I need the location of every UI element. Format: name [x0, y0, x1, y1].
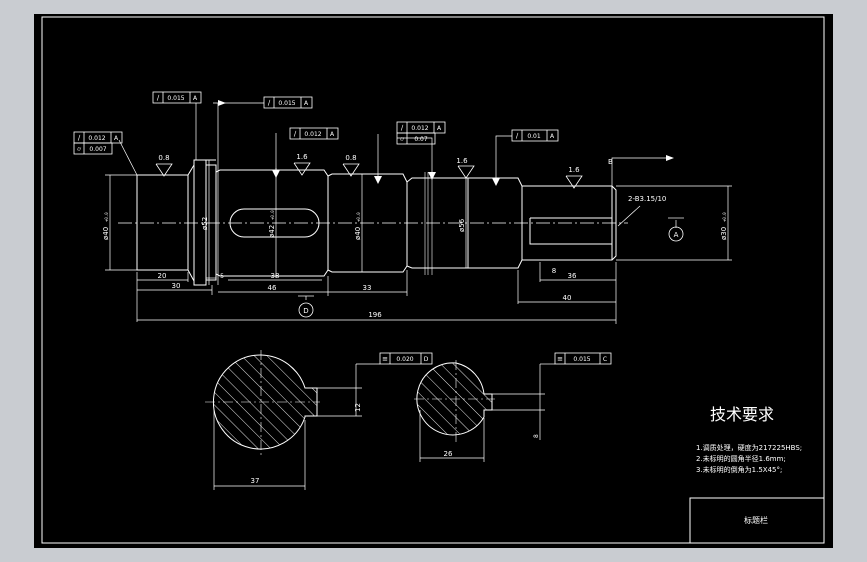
dia-56: ø56	[458, 218, 466, 232]
tol-datum: A	[114, 135, 119, 142]
runout-icon: ∕	[294, 130, 297, 138]
tol-value: 0.015	[573, 356, 590, 363]
shaft-main-view	[118, 159, 628, 286]
technical-requirements: 技术要求 1.调质处理，硬度为217225HBS; 2.未标明的圆角半径1.6m…	[696, 405, 802, 474]
tol-value: 0.012	[411, 125, 428, 132]
tol-value: 0.01	[527, 133, 541, 140]
tol-note: +0.0	[104, 212, 109, 222]
tol-datum: D	[424, 356, 429, 363]
center-hole-note: 2-B3.15/10	[628, 195, 666, 203]
runout-icon: ∕	[157, 94, 160, 102]
dia-30: ø30	[720, 227, 728, 240]
section2-width-dim: 26	[444, 450, 453, 458]
dia-42: ø42	[268, 225, 276, 238]
dimension-lines	[105, 102, 732, 324]
tol-note: +0.0	[270, 210, 275, 220]
dim-38: 38	[271, 272, 280, 280]
tol-value: 0.015	[167, 95, 184, 102]
tech-req-title: 技术要求	[710, 405, 774, 424]
roughness-label: 0.8	[345, 154, 356, 162]
title-block-label: 标题栏	[744, 515, 768, 525]
section1-depth-dim: 12	[354, 403, 362, 412]
tol-value: 0.012	[88, 135, 105, 142]
tol-note: +0.0	[722, 212, 727, 222]
tol-datum: A	[330, 131, 335, 138]
tol-datum: A	[437, 125, 442, 132]
datum-d-label: D	[303, 307, 308, 315]
tol-value: 0.07	[414, 136, 428, 143]
tol-datum: A	[193, 95, 198, 102]
section2-depth-dim: 8	[533, 434, 540, 438]
tolerance-frames	[73, 91, 612, 365]
dia-40-left: ø40	[102, 227, 110, 240]
tol-note: +0.0	[356, 212, 361, 222]
dim-5: 5	[220, 273, 224, 280]
tech-req-item: 3.未标明的倒角为1.5X45°;	[696, 465, 782, 474]
datum-d-circle	[298, 302, 314, 318]
dia-40-mid: ø40	[354, 227, 362, 240]
runout-icon: ∕	[78, 134, 81, 142]
roughness-symbols	[155, 162, 583, 189]
datum-a-circle	[668, 226, 684, 242]
title-block: 标题栏	[689, 497, 824, 543]
section1-width-dim: 37	[251, 477, 260, 485]
dim-46: 46	[268, 284, 277, 292]
cylindricity-icon: ⌭	[400, 136, 405, 143]
dim-196: 196	[368, 311, 382, 319]
runout-icon: ∕	[268, 99, 271, 107]
runout-icon: ∕	[516, 132, 519, 140]
tol-datum: C	[603, 356, 607, 363]
runout-icon: ∕	[401, 124, 404, 132]
view-marker-b: B	[608, 158, 613, 166]
dim-20: 20	[158, 272, 167, 280]
roughness-label: 0.8	[158, 154, 169, 162]
dim-40: 40	[563, 294, 572, 302]
datum-a-label: A	[674, 231, 679, 239]
tol-datum: A	[304, 100, 309, 107]
dia-52: ø52	[201, 217, 209, 230]
dim-8: 8	[552, 267, 556, 275]
roughness-label: 1.6	[456, 157, 468, 165]
tol-value: 0.015	[278, 100, 295, 107]
dimension-values: 20 30 5 38 46 33 196 8 36 40 2-B3.15/10 …	[102, 195, 728, 319]
dim-36: 36	[568, 272, 577, 280]
dim-33: 33	[363, 284, 372, 292]
arrow-heads	[218, 100, 674, 186]
tech-req-item: 1.调质处理，硬度为217225HBS;	[696, 443, 802, 452]
roughness-label: 1.6	[568, 166, 580, 174]
symmetry-icon: ≡	[557, 355, 563, 363]
tolerance-frame-text: ∕ 0.015 A ∕ 0.015 A ∕ 0.012 A ⌭ 0.007 ∕ …	[77, 94, 607, 363]
tech-req-item: 2.未标明的圆角半径1.6mm;	[696, 454, 786, 463]
tol-datum: A	[550, 133, 555, 140]
tol-value: 0.007	[89, 146, 106, 153]
symmetry-icon: ≡	[382, 355, 388, 363]
tol-value: 0.012	[304, 131, 321, 138]
tol-value: 0.020	[396, 356, 413, 363]
cylindricity-icon: ⌭	[77, 146, 82, 153]
roughness-label: 1.6	[296, 153, 308, 161]
drawing-border	[41, 16, 825, 544]
dim-30: 30	[172, 282, 181, 290]
